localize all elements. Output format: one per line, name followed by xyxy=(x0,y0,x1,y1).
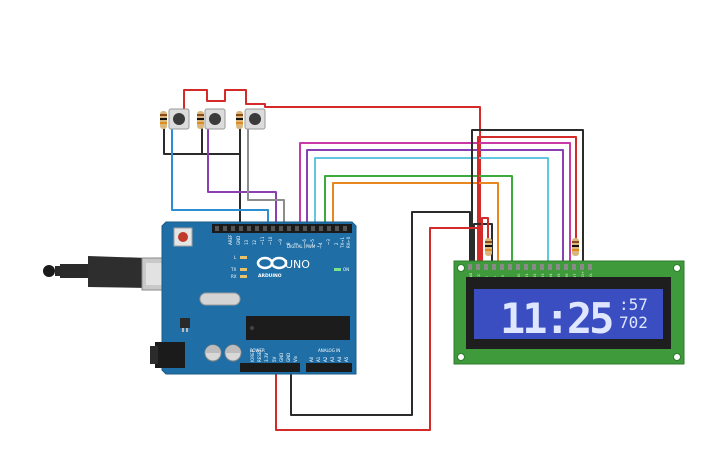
wire-red-button-bus[interactable] xyxy=(183,89,481,270)
lcd-big-clock: 11:25 xyxy=(500,294,612,343)
rx-led-label: RX xyxy=(231,274,237,279)
lcd-resistor-1[interactable] xyxy=(485,238,492,256)
lcd-resistor-2[interactable] xyxy=(572,238,579,256)
digital-label: DIGITAL (PWM ~) xyxy=(287,244,322,249)
brand-label: ARDUINO xyxy=(258,273,282,279)
digital-header xyxy=(212,224,352,233)
microcontroller-chip xyxy=(246,316,350,340)
pin-label-6: ~6 xyxy=(302,239,307,245)
pin-label-8: 8 xyxy=(286,242,291,245)
infinity-logo-icon xyxy=(256,256,288,270)
wire-green-lcd[interactable] xyxy=(324,175,513,268)
resistor-2[interactable] xyxy=(197,111,204,129)
pin-label-2: 2 xyxy=(334,242,339,245)
analog-pin-a1: A1 xyxy=(316,356,321,362)
pin-label-13: 13 xyxy=(244,239,249,245)
voltage-regulator xyxy=(180,318,190,332)
analog-pin-a3: A3 xyxy=(330,356,335,362)
analog-pin-a5: A5 xyxy=(344,356,349,362)
l-led-label: L xyxy=(234,255,237,260)
pin-label-7: 7 xyxy=(294,242,299,245)
analog-pin-a4: A4 xyxy=(337,356,342,362)
lcd-mounting-holes xyxy=(457,264,681,361)
gnd-label-top: GND xyxy=(236,236,241,245)
lcd-pin-db4: DB4 xyxy=(549,273,553,281)
power-jack xyxy=(150,342,185,368)
wire-purple-button2[interactable] xyxy=(207,128,277,230)
power-header: POWER IOREF RESET 3.3V 5V GND GND Vin xyxy=(240,348,300,372)
wire-red-lcd-top[interactable] xyxy=(477,136,577,268)
lcd-pin-db0: DB0 xyxy=(517,273,521,281)
resistor-1[interactable] xyxy=(160,111,167,129)
digital-pin-labels: AREF GND 13 12 ~11 ~10 ~9 8 7 ~6 ~5 4 ~3… xyxy=(228,234,351,249)
reset-button[interactable] xyxy=(173,227,193,247)
power-pin-3v3: 3.3V xyxy=(264,353,269,362)
wire-cyan-lcd[interactable] xyxy=(314,157,549,268)
lcd-pin-db6: DB6 xyxy=(565,273,569,281)
lcd-pin-gnd: GND xyxy=(469,273,473,281)
analog-pin-a2: A2 xyxy=(323,356,328,362)
power-pin-gnd-2: GND xyxy=(286,353,291,362)
push-button-2[interactable] xyxy=(204,108,226,130)
push-button-1[interactable] xyxy=(168,108,190,130)
wire-black-lcd-top[interactable] xyxy=(471,129,584,268)
pin-label-0: RX←0 xyxy=(346,236,351,248)
pin-label-1: TX→1 xyxy=(340,236,345,249)
wire-magenta-lcd[interactable] xyxy=(299,142,571,268)
analog-label: ANALOG IN xyxy=(318,348,340,353)
push-button-3[interactable] xyxy=(244,108,266,130)
on-label: ON xyxy=(343,267,349,272)
on-led: ON xyxy=(334,267,349,272)
wire-red-5v-rail[interactable] xyxy=(275,227,479,431)
power-pin-ioref: IOREF xyxy=(250,349,255,362)
lcd-seconds: :57 xyxy=(619,295,648,314)
aref-label: AREF xyxy=(228,234,233,245)
power-pin-vin: Vin xyxy=(293,355,298,362)
resistor-3[interactable] xyxy=(236,111,243,129)
wire-gray-button3[interactable] xyxy=(247,128,285,230)
button-group xyxy=(160,108,266,130)
pin-label-10: ~10 xyxy=(268,236,273,245)
pin-label-5: ~5 xyxy=(310,239,315,245)
wire-black-gnd-rail[interactable] xyxy=(290,211,471,416)
usb-cable xyxy=(43,256,175,291)
lcd-subvalue: 702 xyxy=(619,313,648,332)
wire-black-button-gnd[interactable] xyxy=(163,128,241,230)
wire-purple-lcd[interactable] xyxy=(306,149,564,268)
capacitors xyxy=(204,344,242,362)
tx-led-label: TX xyxy=(230,267,236,272)
pin-label-3: ~3 xyxy=(326,239,331,245)
pin-label-11: ~11 xyxy=(260,236,265,245)
wire-blue-button1[interactable] xyxy=(171,128,269,230)
lcd-pin-led-minus: LED- xyxy=(589,272,593,281)
lcd-pin-led-plus: LED+ xyxy=(581,271,585,281)
board-name: UNO xyxy=(285,258,310,271)
analog-pin-a0: A0 xyxy=(309,356,314,362)
power-label: POWER xyxy=(250,348,265,353)
lcd-module[interactable]: GND VCC V0 RS RW E DB0 DB1 DB2 DB3 DB4 D… xyxy=(453,238,685,365)
wires xyxy=(163,89,584,431)
power-pin-gnd-1: GND xyxy=(279,353,284,362)
lcd-screen xyxy=(474,289,663,339)
wire-red-lcd-loop[interactable] xyxy=(481,217,489,268)
wire-orange-lcd[interactable] xyxy=(332,182,499,268)
power-pin-5v: 5V xyxy=(272,356,277,362)
arduino-uno-board[interactable]: AREF GND 13 12 ~11 ~10 ~9 8 7 ~6 ~5 4 ~3… xyxy=(43,221,357,375)
lcd-pin-header xyxy=(468,264,592,270)
pin-label-4: 4 xyxy=(318,242,323,245)
pin-label-9: ~9 xyxy=(278,239,283,245)
crystal-oscillator xyxy=(199,292,241,306)
pin-label-12: 12 xyxy=(252,239,257,245)
analog-header: ANALOG IN A0 A1 A2 A3 A4 A5 xyxy=(306,348,352,372)
arduino-logo: UNO ARDUINO xyxy=(256,256,310,279)
status-leds: L TX RX xyxy=(230,255,247,279)
power-pin-reset: RESET xyxy=(257,349,262,362)
